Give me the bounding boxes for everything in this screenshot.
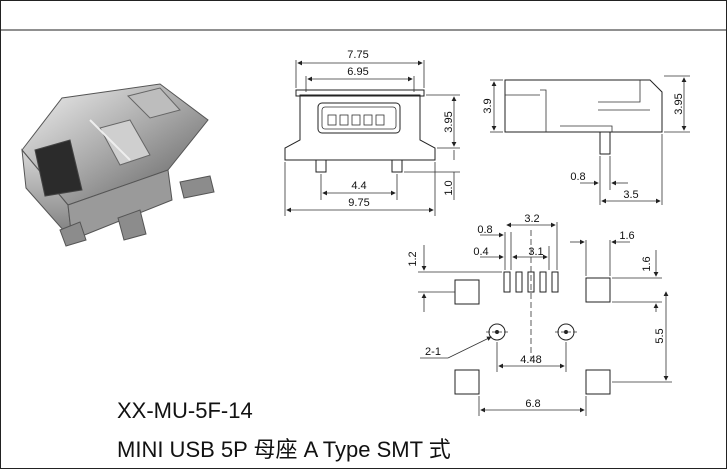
dim-hole-label: 2-1: [425, 346, 441, 358]
part-description: MINI USB 5P 母座 A Type SMT 式: [117, 437, 451, 462]
dim-tab-span: 6.8: [525, 398, 540, 410]
dim-side-height-right: 3.95: [673, 93, 685, 114]
dim-tab-height: 1.6: [641, 256, 653, 271]
dim-pin-height: 1.0: [443, 180, 455, 195]
dim-vertical-span: 5.5: [654, 328, 666, 343]
dim-body-height: 3.95: [443, 111, 455, 132]
dim-hole-span: 4.48: [520, 354, 541, 366]
connector-photo: [21, 83, 215, 247]
dim-side-height-left: 3.9: [482, 98, 494, 113]
dim-base-width: 9.75: [348, 197, 369, 209]
dim-tab-width: 1.6: [619, 230, 634, 242]
dim-pitch-b: 0.4: [473, 246, 488, 258]
dim-span-b: 3.1: [528, 246, 543, 258]
dim-pin-span: 4.4: [351, 180, 366, 192]
footprint-view: [418, 222, 672, 416]
dim-width-inner: 6.95: [347, 66, 368, 78]
dim-side-pin-offset: 3.5: [623, 189, 638, 201]
part-model-number: XX-MU-5F-14: [117, 398, 253, 423]
front-view: [284, 60, 460, 216]
dim-side-pin-width: 0.8: [570, 171, 585, 183]
dim-pad-height: 1.2: [407, 251, 419, 266]
dim-width-outer: 7.75: [347, 49, 368, 61]
dim-pitch-a: 0.8: [477, 224, 492, 236]
side-view: [490, 75, 690, 205]
dim-span-a: 3.2: [524, 213, 539, 225]
